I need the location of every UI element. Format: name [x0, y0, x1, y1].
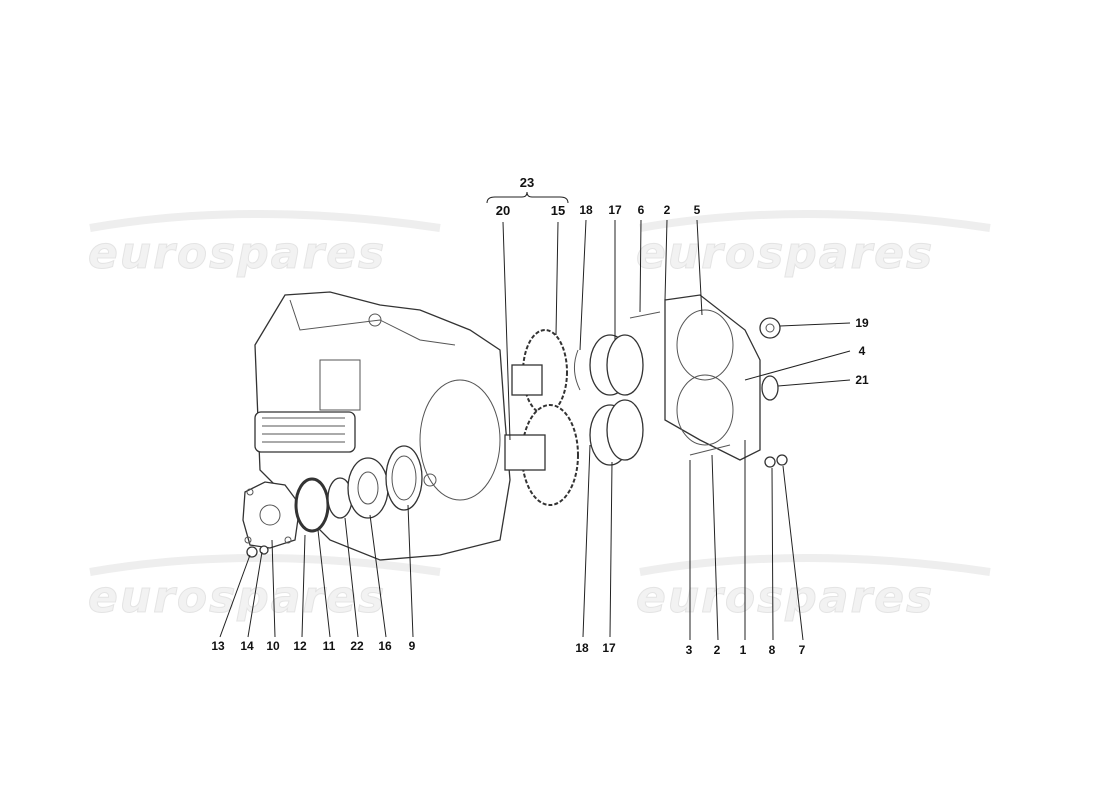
watermark-logo: eurospares [636, 572, 934, 623]
callout-18: 18 [579, 203, 593, 217]
callout-13: 13 [211, 639, 225, 653]
right-callouts: 19 4 21 [744, 316, 869, 387]
callout-2: 2 [664, 203, 671, 217]
callout-14: 14 [240, 639, 254, 653]
callout-15: 15 [551, 203, 565, 218]
callout-16: 16 [378, 639, 392, 653]
callout-9: 9 [409, 639, 416, 653]
bearing-cover [242, 445, 423, 558]
callout-5: 5 [694, 203, 701, 217]
callout-23: 23 [520, 175, 534, 190]
callout-17: 17 [608, 203, 622, 217]
group-brace [486, 191, 569, 204]
callout-6: 6 [638, 203, 645, 217]
top-callouts: 20 15 18 17 6 2 5 [496, 203, 703, 441]
callout-12: 12 [293, 639, 307, 653]
callout-8: 8 [769, 643, 776, 657]
callout-3: 3 [686, 643, 693, 657]
callout-17-bottom: 17 [602, 641, 616, 655]
callout-7: 7 [799, 643, 806, 657]
watermark-logo: eurospares [88, 228, 386, 279]
end-plate [629, 294, 788, 468]
callout-18-bottom: 18 [575, 641, 589, 655]
callout-20: 20 [496, 203, 510, 218]
bottom-callouts: 13 14 10 12 11 22 16 9 18 17 3 2 1 8 7 [211, 440, 806, 657]
watermarks: eurospares eurospares eurospares eurospa… [88, 210, 991, 624]
callout-1: 1 [740, 643, 747, 657]
callout-4: 4 [859, 344, 866, 358]
callout-10: 10 [266, 639, 280, 653]
callout-21: 21 [855, 373, 869, 387]
watermark-logo: eurospares [636, 228, 934, 279]
callout-22: 22 [350, 639, 364, 653]
callout-19: 19 [855, 316, 869, 330]
watermark-logo: eurospares [88, 572, 386, 623]
callout-11: 11 [323, 639, 336, 653]
callout-2-bottom: 2 [714, 643, 721, 657]
gear-set [504, 329, 644, 506]
